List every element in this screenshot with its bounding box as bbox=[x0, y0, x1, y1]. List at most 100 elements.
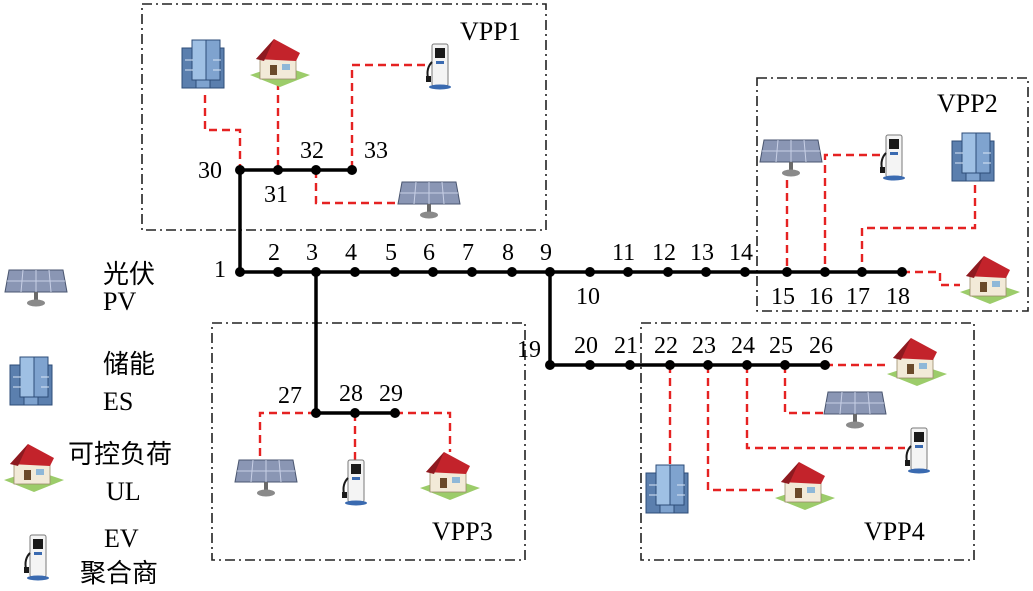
node-label-24: 24 bbox=[731, 333, 755, 359]
node-label-13: 13 bbox=[690, 240, 714, 266]
vpp3-label: VPP3 bbox=[432, 517, 493, 546]
legend-es-en: ES bbox=[103, 387, 133, 416]
pv-panel-icon bbox=[4, 269, 68, 307]
legend-pv-en: PV bbox=[103, 287, 136, 316]
bus-node-7 bbox=[467, 267, 477, 277]
pv-panel-icon bbox=[823, 391, 887, 429]
bus-node-29 bbox=[390, 408, 400, 418]
vpp3-boundary bbox=[211, 322, 526, 561]
vpp4-label: VPP4 bbox=[864, 517, 925, 546]
energy-storage-icon bbox=[181, 39, 225, 89]
legend-ul-en: UL bbox=[106, 477, 141, 506]
bus-node-13 bbox=[701, 267, 711, 277]
node-label-31: 31 bbox=[264, 182, 288, 208]
vpp2-label: VPP2 bbox=[937, 89, 998, 118]
node-label-1: 1 bbox=[214, 257, 226, 283]
node-label-16: 16 bbox=[809, 284, 833, 310]
node-label-25: 25 bbox=[769, 333, 793, 359]
network-bus bbox=[238, 168, 902, 415]
node-label-2: 2 bbox=[268, 240, 280, 266]
node-label-10: 10 bbox=[576, 284, 600, 310]
bus-node-4 bbox=[350, 267, 360, 277]
node-label-26: 26 bbox=[809, 333, 833, 359]
energy-storage-icon bbox=[951, 132, 995, 182]
ev-charger-icon bbox=[879, 134, 906, 182]
node-label-12: 12 bbox=[652, 240, 676, 266]
vpp1-boundary bbox=[141, 3, 547, 231]
controllable-load-house-icon bbox=[959, 255, 1021, 305]
pv-panel-icon bbox=[759, 139, 823, 177]
ev-charger-icon bbox=[23, 534, 50, 582]
node-label-29: 29 bbox=[379, 381, 403, 407]
bus-node-26 bbox=[820, 360, 830, 370]
bus-node-27 bbox=[311, 408, 321, 418]
bus-node-3 bbox=[311, 267, 321, 277]
node-label-22: 22 bbox=[654, 333, 678, 359]
node-label-4: 4 bbox=[345, 240, 357, 266]
node-label-5: 5 bbox=[385, 240, 397, 266]
node-label-15: 15 bbox=[771, 284, 795, 310]
node-dots bbox=[235, 165, 907, 418]
bus-node-33 bbox=[347, 165, 357, 175]
legend-ev-en: EV bbox=[104, 524, 139, 553]
bus-node-2 bbox=[273, 267, 283, 277]
bus-node-24 bbox=[742, 360, 752, 370]
bus-node-11 bbox=[623, 267, 633, 277]
node-label-18: 18 bbox=[886, 284, 910, 310]
legend-ul-cn: 可控负荷 bbox=[68, 440, 172, 469]
node-label-30: 30 bbox=[198, 158, 222, 184]
bus-node-8 bbox=[507, 267, 517, 277]
bus-node-9 bbox=[545, 267, 555, 277]
bus-node-30 bbox=[235, 165, 245, 175]
node-label-3: 3 bbox=[306, 240, 318, 266]
energy-storage-icon bbox=[645, 464, 689, 514]
legend: 光伏 PV 储能 ES 可控负荷 UL EV 聚合商 bbox=[3, 260, 172, 588]
controllable-load-house-icon bbox=[886, 337, 948, 387]
pv-panel-icon bbox=[397, 181, 461, 219]
node-label-14: 14 bbox=[729, 240, 753, 266]
bus-node-32 bbox=[311, 165, 321, 175]
node-label-17: 17 bbox=[846, 284, 870, 310]
bus-node-19 bbox=[545, 360, 555, 370]
controllable-load-house-icon bbox=[3, 443, 65, 493]
bus-node-5 bbox=[390, 267, 400, 277]
bus-node-17 bbox=[857, 267, 867, 277]
node-label-27: 27 bbox=[278, 383, 302, 409]
legend-pv-cn: 光伏 bbox=[103, 260, 155, 289]
bus-node-16 bbox=[820, 267, 830, 277]
node-label-32: 32 bbox=[300, 138, 324, 164]
bus-node-23 bbox=[703, 360, 713, 370]
node-label-11: 11 bbox=[612, 240, 635, 266]
bus-node-31 bbox=[273, 165, 283, 175]
node-label-21: 21 bbox=[614, 333, 638, 359]
dashed-connections bbox=[203, 63, 977, 492]
bus-node-20 bbox=[585, 360, 595, 370]
bus-node-18 bbox=[897, 267, 907, 277]
controllable-load-house-icon bbox=[249, 38, 311, 88]
bus-node-6 bbox=[428, 267, 438, 277]
node-label-28: 28 bbox=[339, 381, 363, 407]
bus-node-25 bbox=[780, 360, 790, 370]
ev-charger-icon bbox=[904, 427, 931, 475]
node-label-33: 33 bbox=[364, 138, 388, 164]
controllable-load-house-icon bbox=[774, 461, 836, 511]
node-label-6: 6 bbox=[423, 240, 435, 266]
node-label-7: 7 bbox=[462, 240, 474, 266]
node-label-23: 23 bbox=[692, 333, 716, 359]
bus-node-14 bbox=[740, 267, 750, 277]
vpp2-boundary bbox=[756, 77, 1029, 312]
bus-node-10 bbox=[585, 267, 595, 277]
node-label-20: 20 bbox=[574, 333, 598, 359]
node-label-9: 9 bbox=[540, 240, 552, 266]
energy-storage-icon bbox=[9, 356, 53, 406]
bus-node-28 bbox=[350, 408, 360, 418]
node-label-19: 19 bbox=[517, 337, 541, 363]
node-label-8: 8 bbox=[502, 240, 514, 266]
bus-node-21 bbox=[625, 360, 635, 370]
controllable-load-house-icon bbox=[419, 451, 481, 501]
vpp1-label: VPP1 bbox=[460, 17, 521, 46]
legend-es-cn: 储能 bbox=[103, 350, 155, 379]
